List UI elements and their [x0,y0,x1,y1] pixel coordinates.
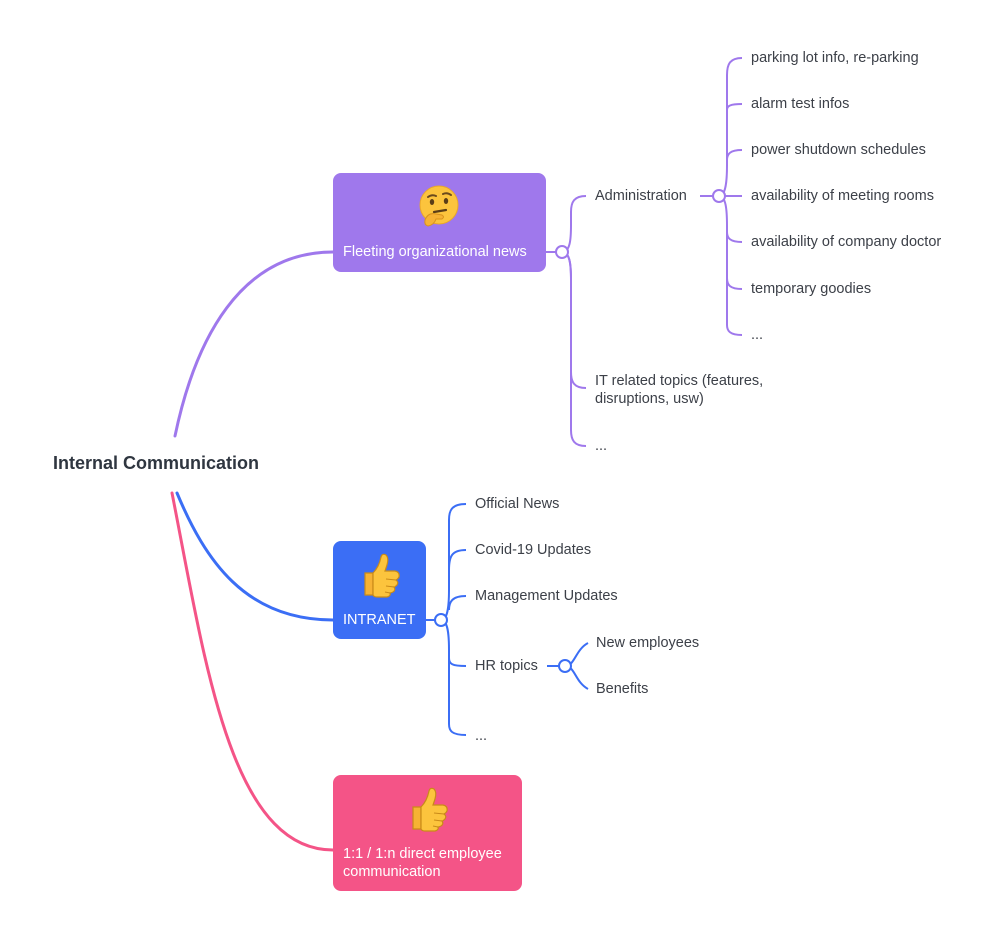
thumbs-up-icon [364,553,400,598]
link-root-intranet [175,491,335,622]
root-topic[interactable]: Internal Communication [53,453,260,473]
link-admin-items [718,57,743,336]
thumbs-up-icon [412,787,448,832]
topic-administration[interactable]: Administration [595,188,687,204]
admin-item[interactable]: parking lot info, re-parking [751,50,919,66]
topic-it-related[interactable]: IT related topics (features, disruptions… [595,373,764,407]
hub-circle-fleeting[interactable] [555,245,569,259]
hr-item[interactable]: New employees [596,635,700,651]
hub-circle-administration[interactable] [712,189,726,203]
admin-item[interactable]: power shutdown schedules [751,142,926,158]
intranet-item[interactable]: Official News [475,496,560,512]
topic-direct-label: 1:1 / 1:n direct employee communication [343,846,502,880]
admin-item[interactable]: ... [751,327,764,343]
hub-circle-intranet[interactable] [434,613,448,627]
link-fleeting-administration [561,195,587,253]
admin-item[interactable]: availability of meeting rooms [751,188,934,204]
link-root-direct [170,491,335,852]
hub-circle-hr[interactable] [558,659,572,673]
topic-fleeting-more[interactable]: ... [595,438,608,454]
admin-item[interactable]: temporary goodies [751,281,872,297]
admin-item[interactable]: alarm test infos [751,96,850,112]
admin-item[interactable]: availability of company doctor [751,234,942,250]
topic-hr[interactable]: HR topics [475,658,538,674]
thinking-face-icon [419,185,459,227]
link-intranet-items [440,503,467,736]
topic-intranet[interactable]: INTRANET [333,541,426,639]
hr-item[interactable]: Benefits [596,681,649,697]
topic-intranet-label: INTRANET [343,612,416,628]
intranet-item[interactable]: Management Updates [475,588,618,604]
link-fleeting-it [561,251,587,389]
link-root-fleeting [173,250,335,438]
topic-fleeting-news[interactable]: Fleeting organizational news [333,173,546,272]
intranet-item[interactable]: Covid-19 Updates [475,542,592,558]
link-fleeting-more [561,251,587,447]
topic-direct-communication[interactable]: 1:1 / 1:n direct employee communication [333,775,522,891]
intranet-item[interactable]: ... [475,728,488,744]
topic-fleeting-label: Fleeting organizational news [343,244,527,260]
